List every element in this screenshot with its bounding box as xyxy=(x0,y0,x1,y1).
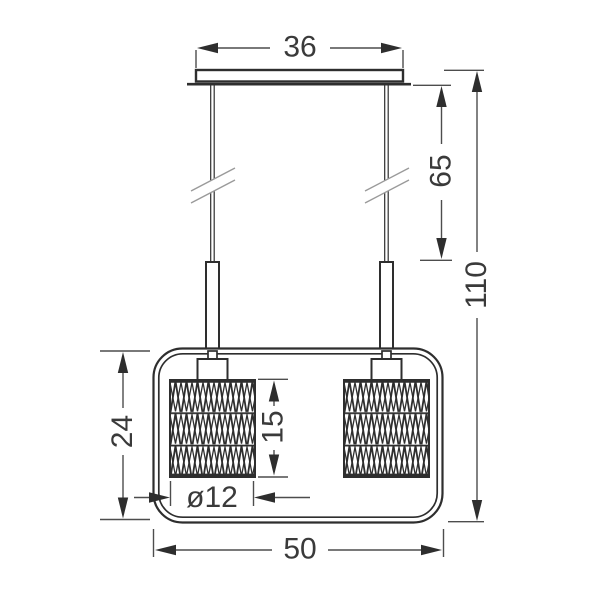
dimension-frame-height: 24 xyxy=(100,350,150,521)
arrow-right-icon xyxy=(421,544,442,556)
dimension-label-36: 36 xyxy=(283,31,316,64)
dimension-frame-width: 50 xyxy=(152,529,445,566)
dimension-label-65: 65 xyxy=(425,154,458,187)
arrow-left-icon xyxy=(155,544,176,556)
right-break-slash xyxy=(364,179,410,204)
right-break-slash xyxy=(364,167,410,192)
right-crystal-shade xyxy=(343,379,430,478)
dimension-label-110: 110 xyxy=(460,261,493,309)
dimension-total-height: 110 xyxy=(444,69,493,523)
right-shade-body xyxy=(343,379,430,478)
left-shade-body xyxy=(169,379,256,478)
frame-inner xyxy=(157,352,439,519)
left-break-slash xyxy=(190,167,236,192)
arrow-up-icon xyxy=(436,86,447,107)
arrow-up-icon xyxy=(471,71,483,92)
suspension-wires xyxy=(210,85,389,262)
arrow-left-icon xyxy=(197,42,218,54)
left-socket xyxy=(196,358,229,381)
dimension-shade-diameter: ø12 xyxy=(134,481,310,514)
suspension-tubes xyxy=(205,261,394,350)
left-break-gap xyxy=(191,168,235,203)
dimension-canopy-width: 36 xyxy=(195,31,404,68)
canopy-plate xyxy=(194,68,405,83)
dimension-label-50: 50 xyxy=(283,533,316,566)
dimension-label-diameter-12: ø12 xyxy=(186,481,238,514)
dimension-shade-height: 15 xyxy=(257,378,290,478)
right-socket xyxy=(370,358,403,381)
right-tube xyxy=(379,261,394,350)
arrow-left-icon xyxy=(254,492,275,503)
arrow-right-icon xyxy=(381,42,402,54)
left-tube xyxy=(205,261,220,350)
dimension-label-24: 24 xyxy=(106,415,139,448)
right-break-gap xyxy=(365,168,409,203)
wire-break-marks xyxy=(190,167,410,204)
lamp-holders xyxy=(196,350,403,381)
arrow-up-icon xyxy=(117,352,129,373)
arrow-down-icon xyxy=(268,454,280,476)
dimension-cable-length: 65 xyxy=(413,84,458,261)
arrow-down-icon xyxy=(117,497,129,519)
dimension-label-15: 15 xyxy=(257,410,290,443)
arrow-down-icon xyxy=(471,500,483,521)
ceiling-canopy xyxy=(187,68,411,86)
arrow-down-icon xyxy=(436,238,447,259)
left-crystal-shade xyxy=(169,379,256,478)
arrow-right-icon xyxy=(149,492,170,503)
arrow-up-icon xyxy=(268,380,280,402)
left-break-slash xyxy=(190,179,236,204)
